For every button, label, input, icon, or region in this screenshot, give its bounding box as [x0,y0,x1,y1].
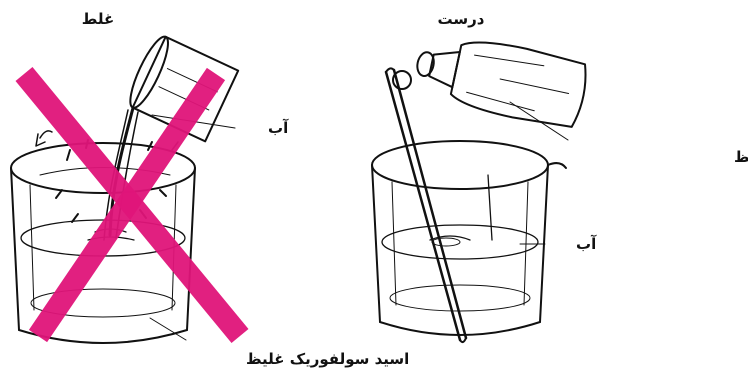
correct-beaker [372,141,566,335]
wrong-acid-label: اسید سولفوریک غلیظ [246,350,409,368]
correct-glass-rod [386,68,466,342]
correct-water-label: آب [576,235,597,253]
wrong-panel: غلط آب اسید سولفوریک غلیظ [11,10,409,368]
correct-acid-bottle [411,27,591,131]
wrong-acid-leader [150,318,186,340]
correct-title: درست [438,10,485,28]
wrong-water-label: آب [268,119,289,137]
correct-panel: درست اسید سولفوریک غلیظ آب [372,10,748,342]
wrong-title: غلط [82,10,114,28]
correct-acid-leader [510,102,568,140]
correct-acid-label: اسید سولفوریک غلیظ [734,148,748,166]
